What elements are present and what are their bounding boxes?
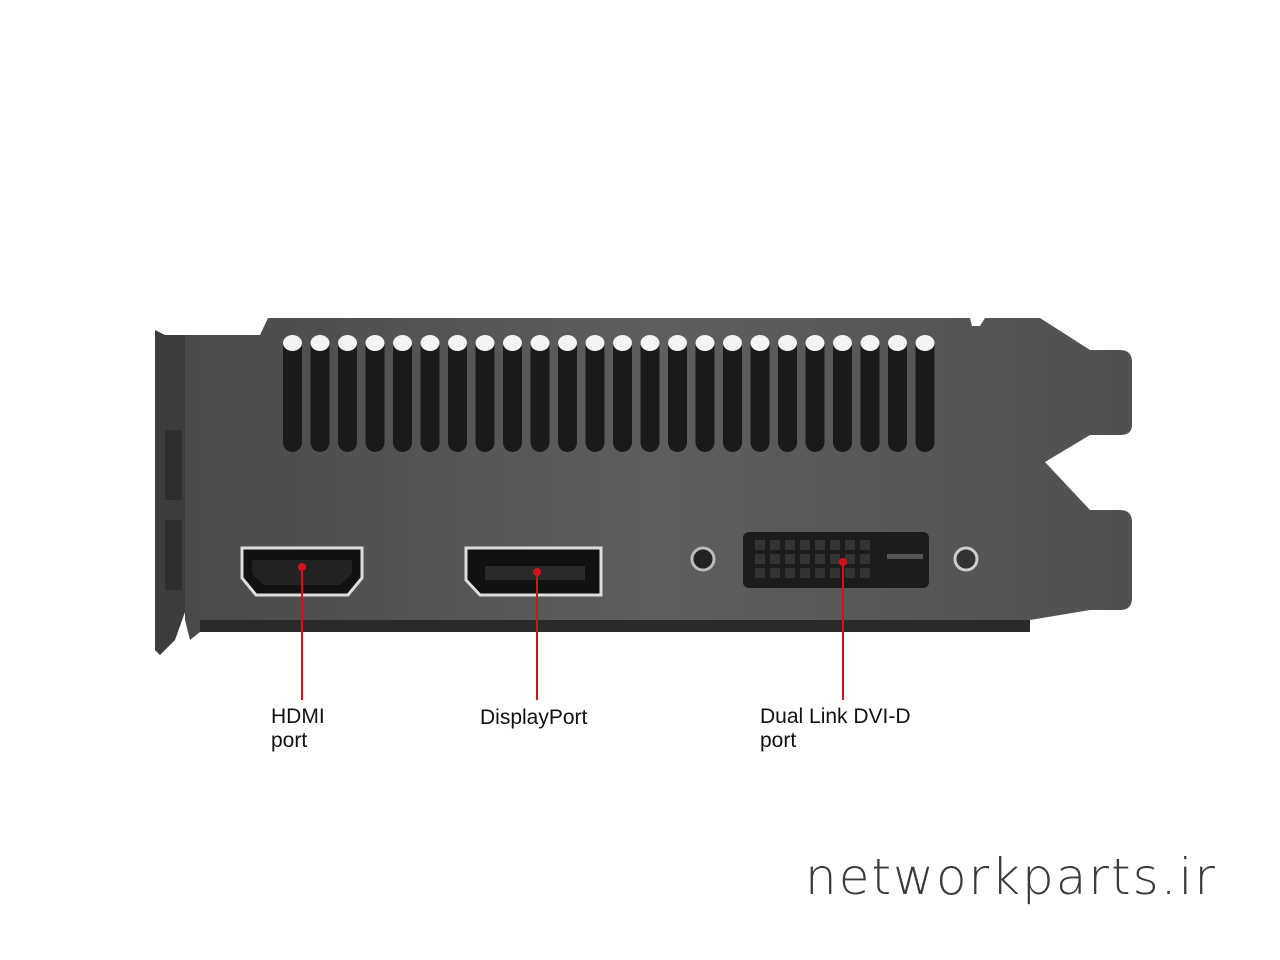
vent-slot <box>393 335 412 452</box>
vent-slot-highlight <box>888 335 907 351</box>
vent-slot-highlight <box>310 335 330 351</box>
dvi-pin-hole <box>800 540 810 550</box>
dvi-pin-hole <box>755 540 765 550</box>
vent-slot <box>668 335 687 452</box>
vent-slot <box>888 335 907 452</box>
dvi-pin-hole <box>815 568 825 578</box>
dvi-pin-hole <box>800 568 810 578</box>
vent-slot <box>778 335 797 452</box>
vent-slot <box>723 335 742 452</box>
dvi-pin-hole <box>860 554 870 564</box>
vent-slot <box>420 335 440 452</box>
vent-slot-highlight <box>778 335 797 351</box>
dvi-pin-hole <box>785 540 795 550</box>
vent-slot <box>860 335 880 452</box>
vent-slot-highlight <box>723 335 742 351</box>
vent-slot-highlight <box>283 335 302 351</box>
dvi-pin-hole <box>755 568 765 578</box>
vent-slot-highlight <box>695 335 715 351</box>
dvi-pin-hole <box>785 568 795 578</box>
vent-slot <box>805 335 825 452</box>
vent-slot <box>283 335 302 452</box>
vent-slot-highlight <box>393 335 412 351</box>
vent-slot-highlight <box>805 335 825 351</box>
vent-slot <box>558 335 577 452</box>
vent-slot <box>695 335 715 452</box>
vent-slot <box>833 335 852 452</box>
vent-slot <box>750 335 770 452</box>
vent-slot <box>915 335 935 452</box>
dvi-pin-hole <box>845 540 855 550</box>
screw-standoff-left <box>690 546 716 572</box>
vent-slot <box>585 335 605 452</box>
dvi-port-label: Dual Link DVI-D port <box>760 705 911 752</box>
hdmi-port-label: HDMI port <box>271 705 325 752</box>
leader-lines <box>298 558 847 700</box>
dvi-pin-hole <box>785 554 795 564</box>
vent-slot-highlight <box>668 335 687 351</box>
displayport-label: DisplayPort <box>480 706 588 729</box>
vent-slot-highlight <box>915 335 935 351</box>
vent-slot-highlight <box>365 335 385 351</box>
vent-slot-highlight <box>503 335 522 351</box>
vent-slot <box>613 335 632 452</box>
vent-slot-highlight <box>750 335 770 351</box>
dvi-pin-hole <box>755 554 765 564</box>
vent-slot <box>310 335 330 452</box>
vent-slot <box>640 335 660 452</box>
vent-slot-highlight <box>640 335 660 351</box>
dvi-pin-hole <box>800 554 810 564</box>
vent-slot-highlight <box>833 335 852 351</box>
dvi-pin-hole <box>845 554 855 564</box>
dvi-pin-hole <box>770 568 780 578</box>
dvi-pin-hole <box>770 554 780 564</box>
vent-slot <box>475 335 495 452</box>
dvi-pin-hole <box>860 568 870 578</box>
vent-slot <box>365 335 385 452</box>
watermark-logo: networkparts.ir <box>805 848 1217 906</box>
vent-slots <box>283 335 935 452</box>
vent-slot <box>338 335 357 452</box>
dvi-pin-hole <box>845 568 855 578</box>
vent-slot-highlight <box>420 335 440 351</box>
vent-slot-highlight <box>585 335 605 351</box>
vent-slot-highlight <box>558 335 577 351</box>
dvi-pin-hole <box>830 540 840 550</box>
vent-slot <box>448 335 467 452</box>
vent-slot <box>530 335 550 452</box>
dvi-pin-hole <box>830 554 840 564</box>
dvi-port <box>743 532 929 588</box>
screw-standoff-right <box>953 546 979 572</box>
dvi-pin-hole <box>815 540 825 550</box>
dvi-pin-hole <box>815 554 825 564</box>
vent-slot-highlight <box>338 335 357 351</box>
dvi-pin-hole <box>860 540 870 550</box>
vent-slot-highlight <box>448 335 467 351</box>
dvi-pin-hole <box>770 540 780 550</box>
vent-slot-highlight <box>860 335 880 351</box>
vent-slot-highlight <box>530 335 550 351</box>
vent-slot <box>503 335 522 452</box>
dvi-pin-hole <box>830 568 840 578</box>
vent-slot-highlight <box>475 335 495 351</box>
vent-slot-highlight <box>613 335 632 351</box>
